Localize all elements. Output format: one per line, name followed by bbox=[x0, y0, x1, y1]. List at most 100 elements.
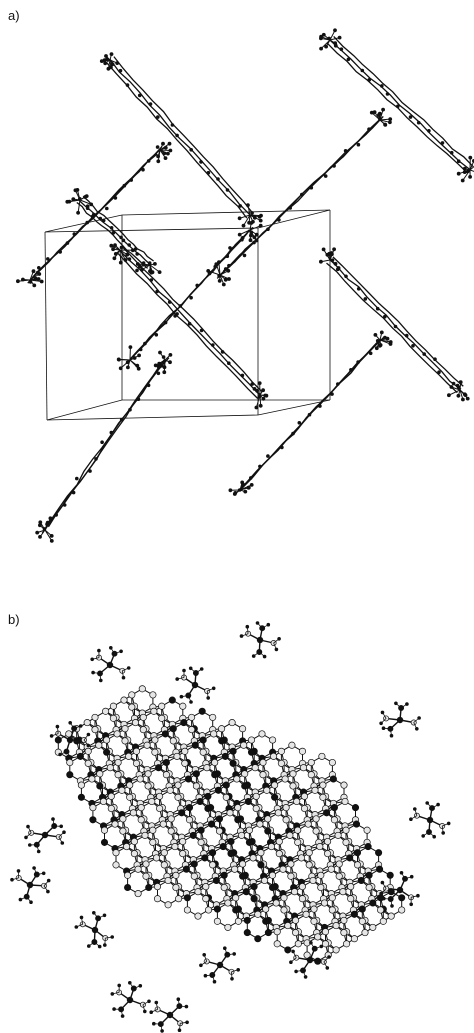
cluster-atom bbox=[156, 159, 161, 164]
ring-atom bbox=[369, 923, 377, 931]
stack-strand bbox=[121, 246, 263, 393]
ring-atom bbox=[204, 804, 212, 813]
ring-atom bbox=[350, 935, 358, 943]
cluster-bond bbox=[448, 389, 461, 396]
ring-atom bbox=[277, 759, 285, 767]
ring-atom bbox=[54, 736, 62, 744]
tbutyl-cluster bbox=[319, 28, 342, 51]
stack-atom bbox=[437, 370, 441, 375]
ring-atom bbox=[323, 809, 331, 817]
hydrogen-atom bbox=[152, 1021, 156, 1026]
ring-atom bbox=[279, 865, 287, 873]
hydrogen-atom bbox=[394, 701, 398, 706]
cluster-atom bbox=[249, 233, 253, 238]
ring-atom bbox=[243, 929, 251, 937]
cluster-atom bbox=[113, 252, 118, 256]
ring-atom bbox=[275, 850, 283, 858]
ring-atom bbox=[270, 752, 278, 760]
ring-atom bbox=[363, 826, 371, 834]
stack-atom bbox=[85, 206, 90, 210]
atom-set bbox=[54, 685, 406, 965]
tbutyl-cluster bbox=[65, 188, 94, 215]
hydrogen-atom bbox=[303, 975, 308, 979]
stack-atom bbox=[118, 68, 123, 73]
ring-atom bbox=[386, 871, 394, 879]
stack-atom bbox=[456, 159, 461, 163]
stack-atom bbox=[433, 357, 437, 362]
ring-atom bbox=[289, 782, 297, 790]
hydrogen-atom bbox=[255, 621, 260, 625]
cluster-atom bbox=[117, 357, 121, 362]
stack-atom bbox=[122, 183, 127, 188]
ring-atom bbox=[231, 865, 239, 873]
ring-atom bbox=[106, 764, 114, 772]
cluster-atom bbox=[49, 534, 54, 538]
ring-atom bbox=[254, 910, 262, 918]
ring-atom bbox=[251, 764, 259, 772]
cluster-atom bbox=[324, 44, 328, 49]
ring-atom bbox=[335, 860, 343, 868]
ring-atom bbox=[229, 747, 237, 755]
ring-atom bbox=[233, 775, 241, 783]
tbutyl-group bbox=[24, 817, 66, 854]
hydrogen-atom bbox=[87, 944, 91, 948]
cluster-bond bbox=[163, 359, 166, 373]
ring-atom bbox=[123, 843, 131, 851]
cluster-atom bbox=[99, 59, 104, 63]
ring-atom bbox=[250, 883, 258, 891]
hydrogen-atom bbox=[274, 647, 279, 652]
ring-atom bbox=[264, 827, 272, 835]
hydrogen-atom bbox=[160, 1029, 164, 1033]
ring-atom bbox=[312, 827, 320, 835]
hydrogen-atom bbox=[202, 953, 206, 957]
ring-atom bbox=[96, 782, 104, 790]
tbutyl-cluster bbox=[237, 203, 263, 228]
cluster-atom bbox=[118, 260, 123, 265]
ring-atom bbox=[145, 883, 153, 892]
ring-atom bbox=[181, 759, 189, 767]
ring-atom bbox=[259, 758, 267, 767]
hydrogen-atom bbox=[236, 968, 240, 972]
ring-atom bbox=[294, 826, 302, 834]
ring-atom bbox=[252, 804, 260, 813]
stack-atom bbox=[154, 333, 159, 337]
hydrogen-atom bbox=[409, 874, 414, 879]
ring-atom bbox=[307, 758, 315, 767]
ring-atom bbox=[261, 876, 269, 885]
hydrogen-atom bbox=[55, 724, 60, 729]
stack-atom bbox=[225, 254, 230, 258]
molecule-stack bbox=[35, 350, 173, 543]
cluster-bond bbox=[79, 199, 92, 205]
unit-cell-box bbox=[44, 209, 331, 421]
ring-atom bbox=[219, 843, 227, 851]
ring-atom bbox=[214, 786, 222, 794]
stack-atom bbox=[408, 115, 413, 119]
cluster-atom bbox=[240, 236, 245, 240]
ring-atom bbox=[198, 707, 206, 715]
hydrogen-atom bbox=[182, 668, 186, 673]
cluster-atom bbox=[49, 539, 54, 543]
stack-atom bbox=[422, 352, 427, 356]
tbutyl-cluster bbox=[369, 107, 393, 127]
ring-atom bbox=[166, 786, 174, 794]
hydrogen-atom bbox=[79, 915, 84, 920]
stack-atom bbox=[396, 104, 400, 109]
hydrogen-atom bbox=[230, 977, 234, 981]
ring-atom bbox=[309, 876, 317, 885]
hydrogen-atom bbox=[24, 835, 28, 840]
ring-atom bbox=[281, 775, 289, 783]
ring-atom bbox=[240, 741, 248, 749]
hydrogen-atom bbox=[49, 734, 54, 738]
ring-atom bbox=[284, 946, 292, 954]
stack-atom bbox=[113, 196, 118, 200]
panel-b-molecular-structure: b) bbox=[0, 600, 474, 1033]
ring-atom bbox=[227, 850, 235, 858]
cluster-atom bbox=[456, 171, 461, 176]
stack-atom bbox=[148, 102, 153, 106]
hydrogen-atom bbox=[143, 1009, 147, 1014]
stack-atom bbox=[127, 243, 131, 247]
ring-atom bbox=[375, 849, 383, 857]
cluster-atom bbox=[465, 396, 470, 401]
ring-atom bbox=[228, 719, 236, 727]
ring-atom bbox=[143, 741, 151, 749]
